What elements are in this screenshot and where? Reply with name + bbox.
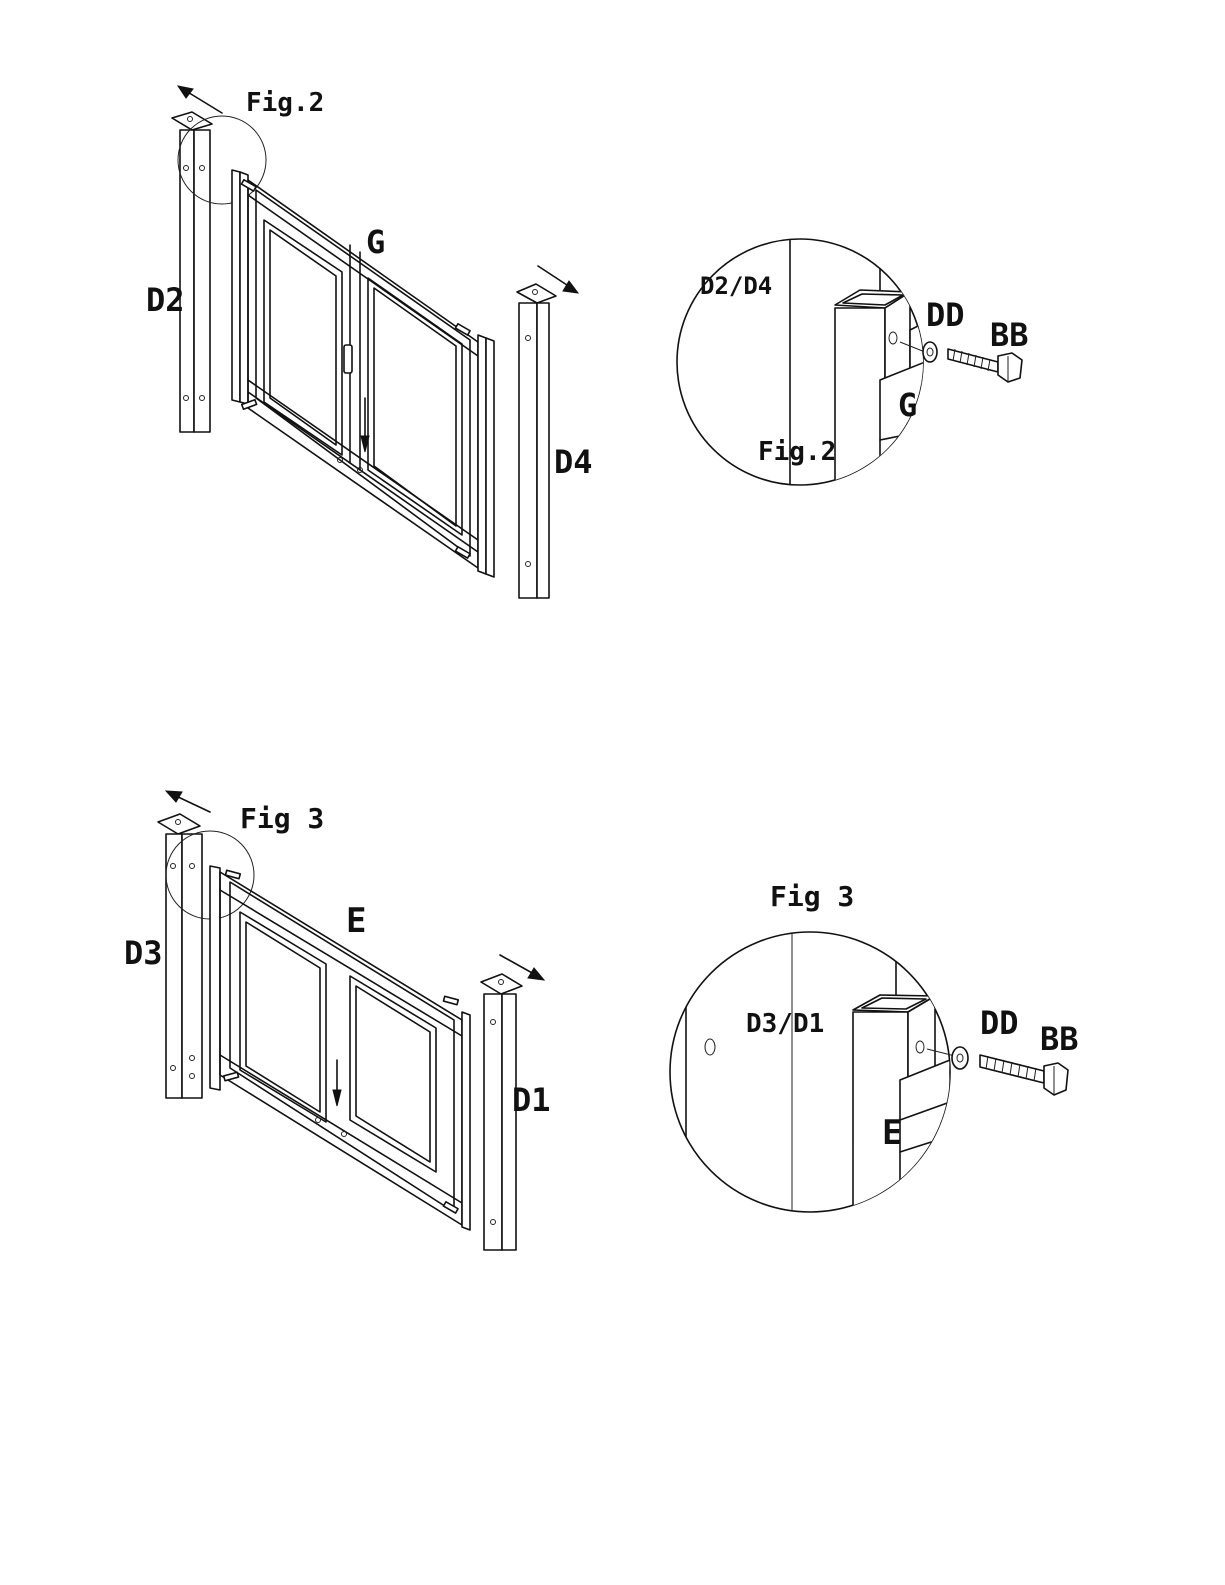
- gate-g-label: G: [366, 223, 385, 261]
- panel-e-label: E: [346, 901, 366, 941]
- detail-panel-e-label: E: [882, 1113, 902, 1153]
- panel-e: [210, 866, 470, 1230]
- post-d3: [158, 814, 202, 1098]
- direction-arrow: [178, 86, 222, 113]
- top-detail-illustration: [677, 220, 1022, 508]
- detail-bolt-bb-label: BB: [1040, 1020, 1079, 1058]
- post-d2-label: D2: [146, 281, 185, 319]
- detail-fig-2-label: Fig.2: [758, 437, 836, 467]
- bottom-detail-illustration: [670, 920, 1068, 1232]
- post-d1-label: D1: [512, 1081, 551, 1119]
- detail-bolt-bb-label: BB: [990, 316, 1029, 354]
- detail-washer-dd-label: DD: [980, 1004, 1019, 1042]
- detail-washer-dd-label: DD: [926, 296, 965, 334]
- post-d3-label: D3: [124, 934, 163, 972]
- post-d4: [517, 284, 556, 598]
- detail-gate-g-label: G: [898, 386, 917, 424]
- gate-g: [232, 170, 494, 577]
- fig-2-callout-label: Fig.2: [246, 88, 324, 118]
- detail-post-d3-d1-label: D3/D1: [746, 1009, 824, 1039]
- post-d4-label: D4: [554, 443, 593, 481]
- bottom-overview-illustration: [158, 791, 544, 1250]
- top-overview-illustration: [172, 86, 578, 598]
- direction-arrow: [166, 791, 210, 812]
- detail-fig-3-label: Fig 3: [770, 880, 854, 913]
- detail-post-d2-d4-label: D2/D4: [700, 272, 772, 300]
- fig-3-callout-label: Fig 3: [240, 802, 324, 835]
